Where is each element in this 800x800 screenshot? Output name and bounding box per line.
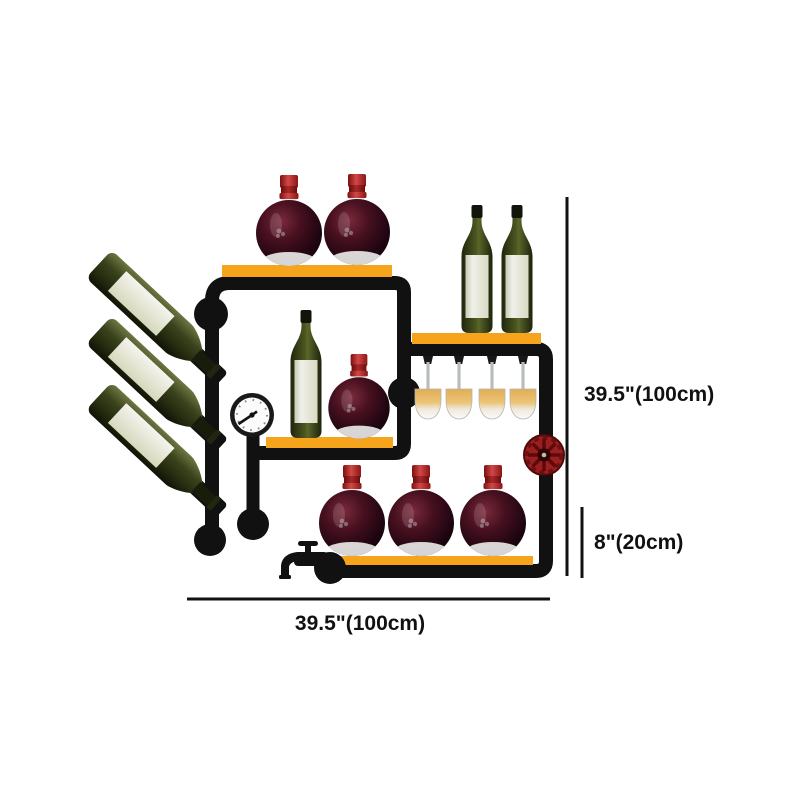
wine-decanter [328,354,389,442]
standing-wine-bottle [501,205,533,333]
width-dimension-label: 39.5"(100cm) [295,612,425,635]
pipe-ball-joint [314,552,346,584]
pipe-ball-joint [194,524,226,556]
wine-decanter [388,465,454,560]
standing-wine-bottle [461,205,493,333]
pipe-top-and-left-run [205,276,411,540]
shelf-board-bottom [332,556,533,565]
wine-decanter [319,465,385,560]
hanging-wine-glass [445,355,473,420]
wine-decanter [324,174,390,269]
valve-wheel-icon [523,434,565,476]
shelf-board-top [222,265,392,277]
pipe-ball-joint [237,508,269,540]
pressure-gauge-icon [230,393,274,438]
standing-wine-bottle [290,310,322,438]
wine-decanter [460,465,526,560]
height-dimension-label: 39.5"(100cm) [584,383,714,406]
hanging-glass-rack [414,355,537,420]
shelf-board-middle [266,437,393,448]
pipe-ball-joint [194,297,228,331]
hanging-wine-glass [478,355,506,420]
dimension-annotations: 39.5"(100cm) 8"(20cm) 39.5"(100cm) [187,197,714,635]
shelf-board-upper-right [412,333,541,344]
pipe-ball-joint [388,377,420,409]
wine-decanter [256,175,322,270]
depth-dimension-label: 8"(20cm) [594,531,683,554]
hanging-wine-glass [509,355,537,420]
